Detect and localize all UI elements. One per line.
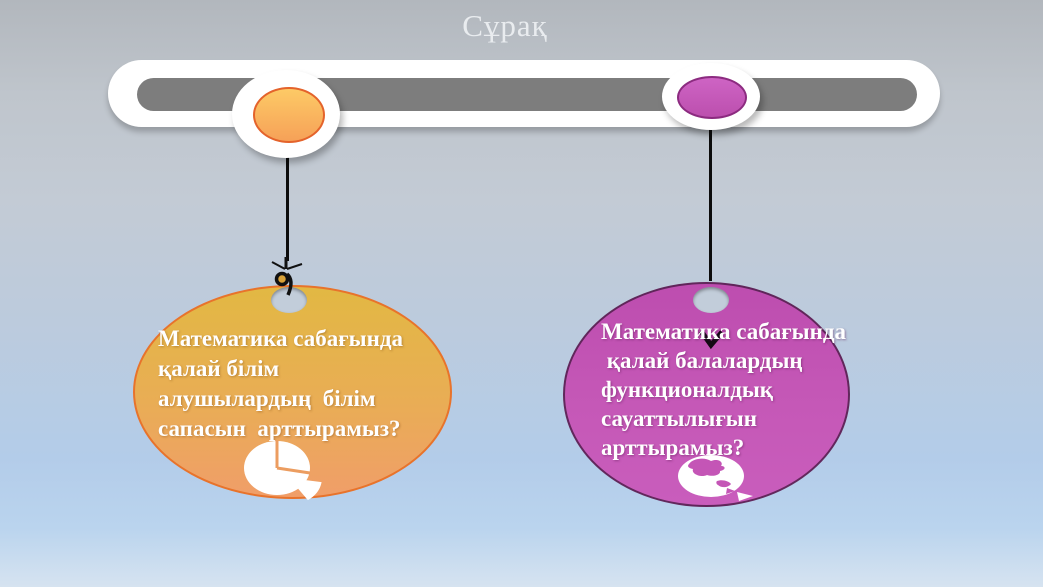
left-bubble-text: Математика сабағында қалай білім алушыла…	[158, 324, 424, 444]
left-node	[253, 87, 325, 143]
right-node	[677, 76, 747, 119]
string-hook-icon	[698, 329, 724, 350]
bubble-text-line: сапасын арттырамыз?	[158, 416, 401, 441]
globe-icon	[678, 455, 753, 501]
bubble-text-line: алушылардың білім	[158, 386, 376, 411]
right-hanger-string	[709, 128, 712, 281]
pie-chart-icon	[244, 440, 322, 501]
right-bubble-text: Математика сабағында қалай балалардың фу…	[601, 317, 859, 462]
bubble-text-line: қалай білім	[158, 356, 280, 381]
slide-title: Сұрақ	[462, 8, 548, 43]
string-knot-icon	[271, 257, 303, 296]
bubble-text-line: функционалдық	[601, 377, 774, 402]
left-hanger-string	[286, 155, 289, 261]
bubble-text-line: арттырамыз?	[601, 435, 745, 460]
right-bubble-hole	[693, 287, 729, 313]
bubble-text-line: сауаттылығын	[601, 406, 757, 431]
bubble-text-line: Математика сабағында	[601, 319, 847, 344]
bubble-text-line: қалай балалардың	[601, 348, 803, 373]
bubble-text-line: Математика сабағында	[158, 326, 404, 351]
